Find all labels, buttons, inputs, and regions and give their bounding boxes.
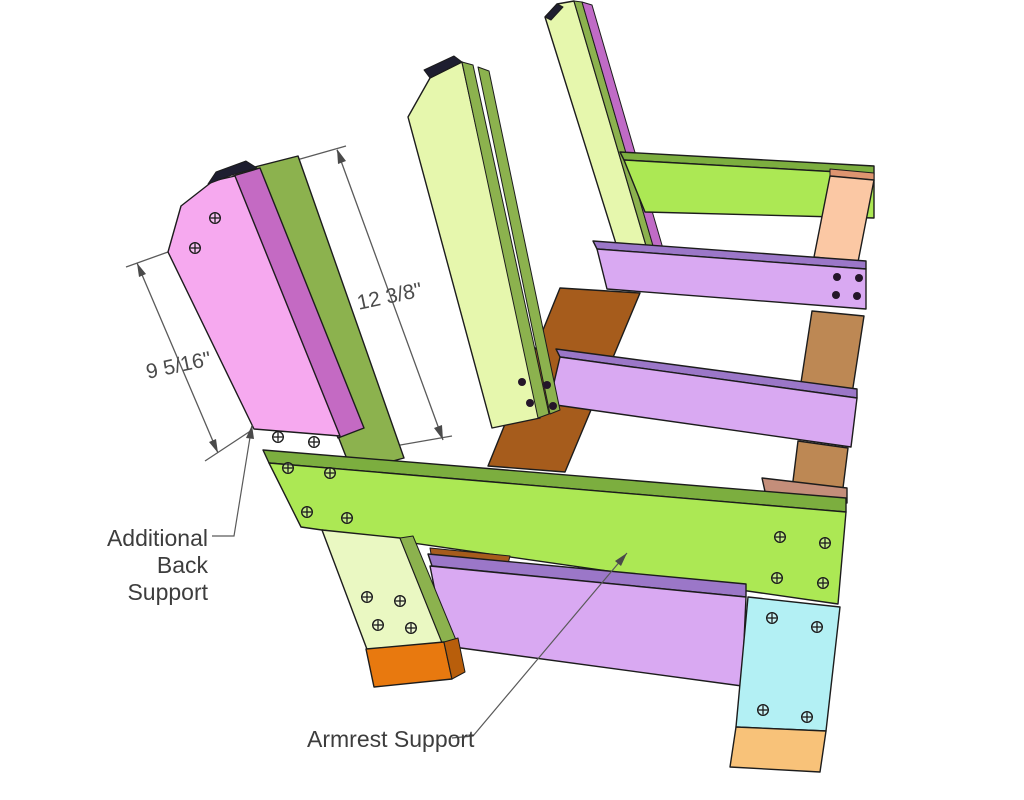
additional-back-support-board: [167, 160, 365, 448]
label-armrest-support: Armrest Support: [307, 552, 628, 752]
label-line-2: Back: [157, 552, 209, 578]
front-left-foot: [365, 637, 466, 688]
front-right-foot: [729, 726, 827, 773]
upper-side-rail: [592, 240, 867, 310]
front-seat-rail: [427, 547, 747, 687]
rear-right-leg: [813, 168, 875, 263]
middle-back-post: [407, 55, 561, 429]
front-left-leg: [321, 529, 466, 688]
dimension-length-text: 12 3/8": [355, 279, 424, 315]
top-back-rail: [619, 151, 875, 219]
dimension-width-text: 9 5/16": [144, 348, 213, 384]
label-line-3: Support: [127, 579, 208, 605]
armrest-support-board: [262, 449, 847, 605]
right-back-post: [544, 0, 665, 264]
label-additional-back-support: Additional Back Support: [107, 424, 254, 605]
label-armrest-text: Armrest Support: [307, 726, 475, 752]
lower-side-rail: [548, 348, 858, 448]
front-right-leg: [729, 596, 841, 773]
label-line-1: Additional: [107, 525, 208, 551]
